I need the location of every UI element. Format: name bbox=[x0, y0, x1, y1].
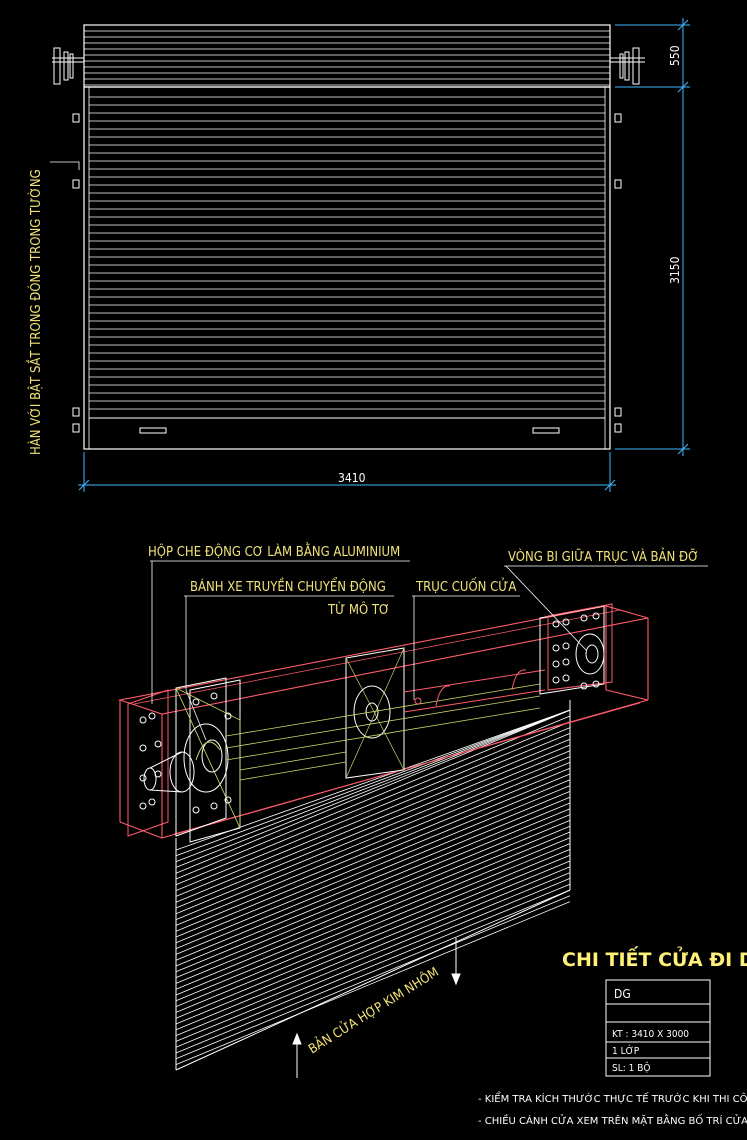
line bbox=[175, 872, 571, 1036]
label-housing-cover: HỘP CHE ĐỘNG CƠ LÀM BẰNG ALUMINIUM bbox=[148, 543, 400, 560]
label-drive-wheel-2: TỪ MÔ TƠ bbox=[327, 602, 390, 618]
drawing-title: CHI TIẾT CỬA ĐI DG bbox=[562, 945, 747, 971]
line bbox=[175, 854, 571, 1019]
line bbox=[175, 715, 571, 880]
line bbox=[175, 709, 571, 857]
label-drive-wheel-1: BÁNH XE TRUYỀN CHUYỂN ĐỘNG bbox=[190, 578, 386, 595]
elevation-view: HÀN VỚI BẬT SẮT TRONG ĐÓNG TRONG TƯỜNG 5… bbox=[27, 18, 690, 492]
shaft-end-right bbox=[610, 47, 645, 85]
roller-box-outline bbox=[83, 24, 611, 88]
line bbox=[175, 895, 571, 1060]
door-frame bbox=[83, 86, 611, 450]
line bbox=[175, 843, 571, 1007]
line bbox=[175, 849, 571, 1013]
line bbox=[175, 820, 571, 984]
door-code: DG bbox=[614, 987, 631, 1001]
line bbox=[175, 779, 571, 944]
handle-right bbox=[532, 427, 560, 434]
note-1: - KIỂM TRA KÍCH THƯỚC THỰC TẾ TRƯỚC KHI … bbox=[478, 1091, 747, 1105]
notes: - KIỂM TRA KÍCH THƯỚC THỰC TẾ TRƯỚC KHI … bbox=[478, 1091, 747, 1127]
line bbox=[175, 901, 571, 1065]
line bbox=[175, 802, 571, 967]
line bbox=[175, 878, 571, 1042]
right-end-plate bbox=[539, 603, 613, 695]
line bbox=[175, 883, 571, 1048]
line bbox=[175, 762, 571, 926]
line bbox=[175, 727, 571, 891]
left-end-plates bbox=[127, 677, 241, 843]
side-label: HÀN VỚI BẬT SẮT TRONG ĐÓNG TRONG TƯỜNG bbox=[27, 169, 44, 455]
motor-housing bbox=[117, 605, 649, 839]
iso-door-slats bbox=[175, 709, 571, 1065]
line bbox=[175, 738, 571, 903]
roll-shaft bbox=[403, 669, 546, 713]
drive-wheel bbox=[143, 723, 229, 793]
dim-box-height: 550 bbox=[668, 45, 682, 66]
label-leaders bbox=[150, 560, 708, 741]
line bbox=[175, 825, 571, 990]
line bbox=[175, 709, 571, 868]
left-plate-bolts bbox=[139, 692, 232, 814]
line bbox=[175, 767, 571, 932]
line bbox=[175, 785, 571, 949]
door-size: KT : 3410 X 3000 bbox=[612, 1029, 689, 1040]
direction-arrows bbox=[292, 938, 461, 1078]
line bbox=[175, 860, 571, 1025]
door-slats bbox=[89, 96, 605, 410]
line bbox=[175, 750, 571, 915]
line bbox=[175, 709, 571, 862]
line bbox=[175, 756, 571, 920]
line bbox=[175, 721, 571, 886]
wall-brackets bbox=[72, 113, 622, 433]
shaft-lines bbox=[225, 683, 541, 781]
line bbox=[175, 744, 571, 909]
line bbox=[175, 796, 571, 961]
roller-box-lines bbox=[84, 30, 610, 86]
line bbox=[175, 709, 571, 851]
handle-left bbox=[139, 427, 167, 434]
line bbox=[175, 733, 571, 897]
line bbox=[175, 808, 571, 973]
line bbox=[175, 837, 571, 1002]
label-roll-shaft: TRỤC CUỐN CỬA bbox=[415, 578, 516, 595]
door-quantity: SL: 1 BỘ bbox=[612, 1061, 650, 1074]
dimension-lines bbox=[78, 18, 690, 492]
line bbox=[175, 709, 571, 874]
door-layers: 1 LỚP bbox=[612, 1044, 640, 1057]
title-block: CHI TIẾT CỬA ĐI DG DG KT : 3410 X 3000 1… bbox=[562, 945, 747, 1077]
label-bearing: VÒNG BI GIỮA TRỤC VÀ BẢN ĐỠ bbox=[508, 548, 699, 565]
line bbox=[175, 814, 571, 978]
line bbox=[175, 831, 571, 996]
note-2: - CHIỀU CÁNH CỬA XEM TRÊN MẶT BẰNG BỐ TR… bbox=[478, 1113, 747, 1127]
line bbox=[175, 866, 571, 1031]
shaft-end-left bbox=[52, 47, 84, 85]
line bbox=[175, 791, 571, 955]
center-support bbox=[345, 647, 405, 779]
dim-door-height: 3150 bbox=[668, 256, 682, 284]
line bbox=[175, 889, 571, 1054]
line bbox=[175, 773, 571, 938]
dim-width: 3410 bbox=[338, 471, 366, 485]
